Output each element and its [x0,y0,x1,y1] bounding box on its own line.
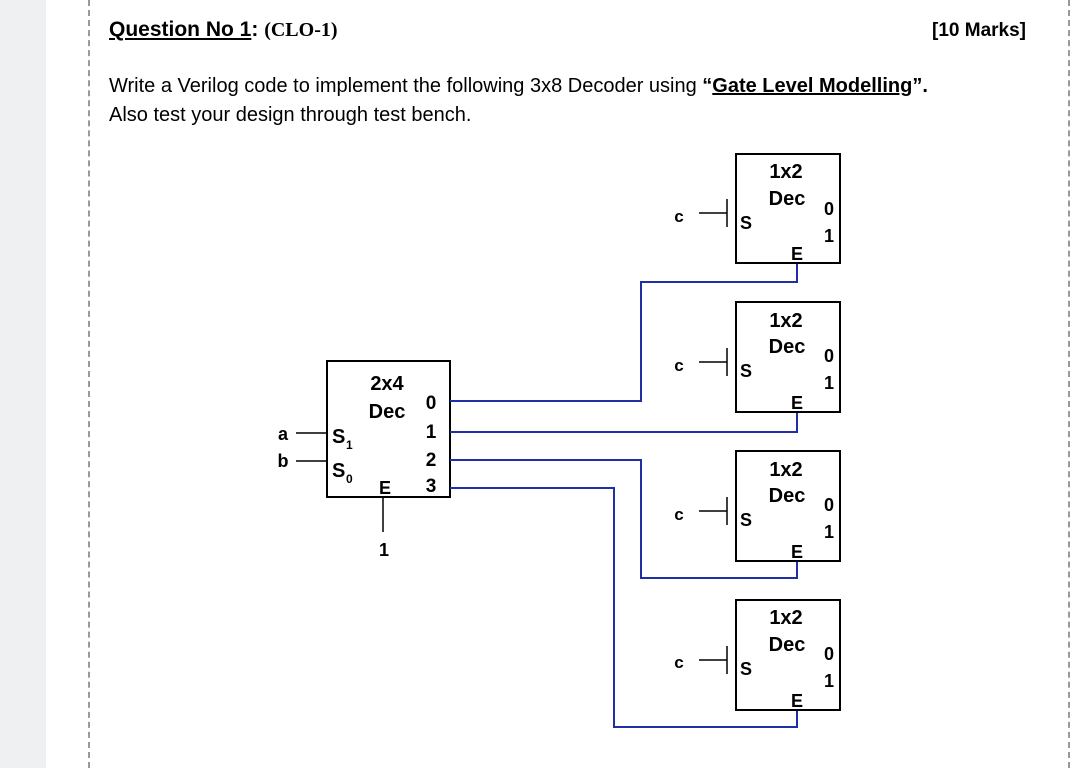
input-signal-b: b [278,451,289,471]
main-decoder-out-3: 3 [426,476,437,497]
sub-decoder-3-box [735,450,841,562]
sub-decoder-3-pin-e: E [791,542,803,562]
sub-decoder-4-title-1: 1x2 [769,607,802,629]
question-label: Question No 1 [109,18,252,41]
document-page [46,0,1080,768]
sub-decoder-2-title-1: 1x2 [769,310,802,332]
sub-decoder-1-title-1: 1x2 [769,161,802,183]
sub-decoder-4-box [735,599,841,711]
wire-out2-to-dec3 [450,459,798,579]
sub-decoder-3-out-0: 0 [824,495,834,515]
sub-decoder-1-out-0: 0 [824,199,834,219]
main-decoder-pin-s1: S [332,426,345,448]
question-heading: Question No 1: (CLO-1) [109,18,338,42]
main-enable-value: 1 [379,540,389,560]
sub-decoder-3: 1x2 Dec 0 1 c S E [674,450,841,562]
sub-decoder-3-select-signal: c [674,505,683,524]
sub-decoder-4-out-1: 1 [824,671,834,691]
wire-out0-to-dec1 [450,263,798,402]
question-colon: : [251,18,259,41]
question-clo: (CLO-1) [264,19,338,41]
body-line2: Also test your design through test bench… [109,104,472,126]
page-border-right [1068,0,1070,768]
wire-out3-to-dec4 [450,487,798,728]
main-decoder-box [326,360,451,498]
main-decoder-out-1: 1 [426,422,437,443]
sub-decoder-1: 1x2 Dec 0 1 c S E [674,153,841,264]
blue-wires [450,263,798,728]
question-body: Write a Verilog code to implement the fo… [109,72,1059,130]
sub-decoder-2-pin-s: S [740,361,752,381]
body-emphasis: “Gate Level Modelling”. [702,75,928,97]
main-decoder-pin-e: E [379,478,391,498]
question-marks: [10 Marks] [932,20,1026,41]
sub-decoder-2-box [735,301,841,413]
main-decoder-pin-s1-sub: 1 [346,438,353,452]
main-decoder-out-0: 0 [426,393,437,414]
sub-decoder-3-out-1: 1 [824,522,834,542]
main-decoder-title-2: Dec [369,401,406,423]
sub-decoder-1-pin-e: E [791,244,803,264]
sub-decoder-3-pin-s: S [740,510,752,530]
sub-decoder-4-pin-e: E [791,691,803,711]
sub-decoder-1-select-signal: c [674,207,683,226]
sub-decoder-2-out-1: 1 [824,373,834,393]
sub-decoder-4-select-signal: c [674,653,683,672]
quote-open: “ [702,75,713,97]
sub-decoder-4-title-2: Dec [769,634,806,656]
main-decoder-out-2: 2 [426,450,437,471]
input-signal-a: a [278,424,289,444]
sub-decoder-1-box [735,153,841,264]
main-decoder: 2x4 Dec a S 1 b S 0 0 1 2 3 E 1 [278,360,451,560]
sub-decoder-2-out-0: 0 [824,346,834,366]
sub-decoder-1-out-1: 1 [824,226,834,246]
sub-decoder-1-pin-s: S [740,213,752,233]
page-border-left [88,0,90,768]
sub-decoder-3-title-1: 1x2 [769,459,802,481]
main-decoder-title-1: 2x4 [370,373,404,395]
wire-out1-to-dec2 [450,412,798,433]
sub-decoder-2-select-signal: c [674,356,683,375]
sub-decoder-2-pin-e: E [791,393,803,413]
sub-decoder-1-title-2: Dec [769,188,806,210]
sub-decoder-3-title-2: Dec [769,485,806,507]
sub-decoder-4-pin-s: S [740,659,752,679]
emphasis-text: Gate Level Modelling [712,75,913,97]
sub-decoder-2-title-2: Dec [769,336,806,358]
sub-decoder-4-out-0: 0 [824,644,834,664]
main-decoder-pin-s0-sub: 0 [346,472,353,486]
sub-decoder-4: 1x2 Dec 0 1 c S E [674,599,841,711]
main-decoder-pin-s0: S [332,460,345,482]
body-line1-prefix: Write a Verilog code to implement the fo… [109,75,703,97]
sub-decoder-2: 1x2 Dec 0 1 c S E [674,301,841,413]
quote-close: ”. [912,75,928,97]
